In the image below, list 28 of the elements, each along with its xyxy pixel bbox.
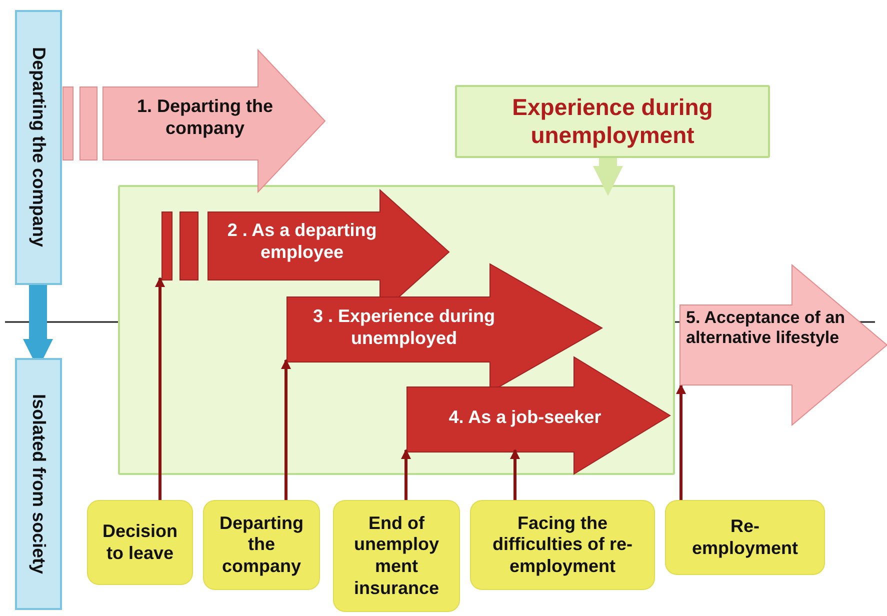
- arrow: [281, 359, 291, 500]
- event-label: End of unemploy ment insurance: [352, 512, 440, 600]
- side-label: Departing the company: [28, 47, 49, 248]
- event-box: [470, 500, 655, 590]
- event-box: [203, 500, 320, 590]
- side-label-box: [15, 10, 62, 285]
- event-label: Departing the company: [218, 512, 304, 578]
- stage-label: 2 . As a departing employee: [226, 220, 378, 264]
- side-label-box: [15, 358, 62, 610]
- arrow: [593, 158, 623, 196]
- stage-label: 5. Acceptance of an alternative lifestyle: [686, 308, 846, 349]
- heading-text: Experience during unemployment: [511, 94, 714, 150]
- phase-area: [118, 185, 675, 475]
- event-box: [333, 500, 460, 612]
- stage-label: 3 . Experience during unemployed: [312, 306, 496, 350]
- heading-box: [455, 85, 770, 158]
- stage-label: 4. As a job-seeker: [448, 407, 602, 429]
- arrow: [510, 449, 520, 500]
- event-box: [87, 500, 193, 585]
- arrow: [155, 277, 165, 500]
- arrow: [676, 384, 686, 500]
- stage-label: 1. Departing the company: [136, 96, 274, 140]
- event-label: Re- employment: [690, 516, 800, 560]
- arrow: [401, 449, 411, 500]
- event-label: Facing the difficulties of re- employment: [491, 512, 634, 578]
- side-label: Isolated from society: [28, 394, 49, 574]
- event-label: Decision to leave: [101, 520, 179, 564]
- event-box: [665, 500, 825, 575]
